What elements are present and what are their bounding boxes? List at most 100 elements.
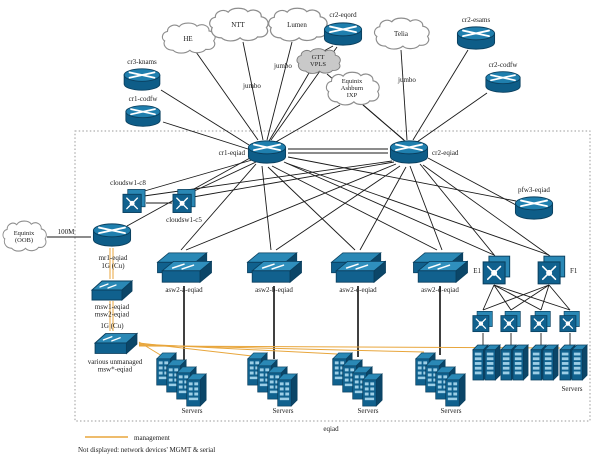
cloud-he-label: HE bbox=[183, 35, 192, 43]
servers-label: Servers bbox=[562, 385, 583, 393]
switch-asw2-b-eqiad: asw2-b-eqiad bbox=[246, 252, 302, 294]
router-label: cr2-eqiad bbox=[432, 149, 459, 157]
network-links bbox=[47, 41, 571, 345]
router-cr2-eqord: cr2-eqord bbox=[323, 11, 363, 47]
flat-switch-icon bbox=[91, 280, 133, 301]
cloud-oob-label-1: Equinix bbox=[14, 230, 35, 237]
router-cr2-eqiad: cr2-eqiad bbox=[389, 139, 459, 165]
servers-label: Servers bbox=[441, 407, 462, 415]
switch-label: F1 bbox=[570, 267, 578, 275]
router-icon bbox=[389, 139, 429, 165]
router-label: pfw3-eqiad bbox=[518, 186, 550, 194]
cloud-gtt-vpls: GTT VPLS bbox=[296, 48, 341, 74]
router-icon bbox=[484, 70, 522, 94]
management-links bbox=[109, 248, 561, 360]
router-cr1-eqiad: cr1-eqiad bbox=[219, 139, 287, 165]
router-icon bbox=[124, 104, 162, 128]
small-switch-icon bbox=[559, 310, 580, 333]
cloud-telia-label: Telia bbox=[394, 30, 409, 38]
router-pfw3-eqiad: pfw3-eqiad bbox=[514, 186, 554, 221]
server-cluster-b: Servers bbox=[247, 352, 298, 415]
router-label: cr1-eqiad bbox=[219, 149, 246, 157]
server-rack-icon bbox=[445, 373, 466, 407]
router-icon bbox=[123, 67, 161, 92]
router-label: cr2-eqord bbox=[329, 11, 357, 19]
legend-note: Not displayed: network devices' MGMT & s… bbox=[78, 446, 215, 454]
switch-icon bbox=[246, 252, 302, 283]
legend-management-label: management bbox=[134, 434, 170, 442]
router-icon bbox=[456, 25, 496, 51]
cloud-gtt-label-1: GTT bbox=[312, 54, 325, 61]
link-label-100m: 100M bbox=[58, 228, 76, 236]
switch-f1: F1 bbox=[537, 255, 578, 285]
router-label: cr1-codfw bbox=[129, 95, 159, 103]
router-icon bbox=[323, 21, 363, 47]
switch-label: asw2-b-eqiad bbox=[255, 286, 293, 294]
eqiad-boundary-box bbox=[74, 130, 591, 422]
small-switch-icon bbox=[530, 310, 551, 333]
switch-label: asw2-c-eqiad bbox=[339, 286, 377, 294]
switch-label: asw2-a-eqiad bbox=[165, 286, 203, 294]
switch-asw2-a-eqiad: asw2-a-eqiad bbox=[156, 252, 212, 294]
router-label: mr1-eqiad bbox=[99, 254, 128, 262]
cloud-equinix-ashburn-ixp: Equinix Ashburn IXP bbox=[325, 71, 380, 106]
router-label: cr2-esams bbox=[462, 16, 491, 24]
server-rack-icon bbox=[484, 344, 501, 381]
small-switch-icon bbox=[172, 188, 196, 214]
cloud-ixp-label-1: Equinix bbox=[342, 78, 363, 85]
servers-label: Servers bbox=[182, 407, 203, 415]
servers-label: Servers bbox=[273, 407, 294, 415]
cloud-ntt-label: NTT bbox=[231, 21, 245, 29]
switch-label-2: msw*-eqiad bbox=[98, 366, 133, 374]
router-sublabel: 1G (Cu) bbox=[101, 262, 125, 270]
router-icon bbox=[247, 139, 287, 165]
small-switch-icon bbox=[122, 188, 146, 214]
switch-msw: msw1-eqiad msw2-eqiad 1G (Cu) bbox=[91, 280, 133, 330]
router-label: cr3-knams bbox=[127, 58, 157, 66]
switch-label: asw2-d-eqiad bbox=[421, 286, 459, 294]
switch-label: various unmanaged bbox=[88, 358, 143, 366]
link-label-jumbo-telia: jumbo bbox=[397, 76, 416, 84]
cloud-lumen: Lumen bbox=[268, 7, 328, 42]
cloud-ixp-label-2: Ashburn bbox=[341, 85, 364, 92]
site-label-eqiad: eqiad bbox=[323, 425, 339, 433]
server-rack-icon bbox=[542, 344, 559, 381]
firewall-router-icon bbox=[514, 195, 554, 221]
switch-label: cloudsw1-c8 bbox=[110, 179, 146, 187]
cloud-gtt-label-2: VPLS bbox=[310, 61, 326, 68]
flat-switch-icon bbox=[94, 332, 138, 355]
switch-icon bbox=[330, 252, 386, 283]
switch-label-2: msw2-eqiad bbox=[95, 311, 130, 319]
server-rack-icon bbox=[512, 344, 529, 381]
router-cr3-knams: cr3-knams bbox=[123, 58, 161, 92]
router-icon bbox=[92, 222, 132, 248]
top-of-rack-switches bbox=[472, 310, 580, 333]
switch-label: cloudsw1-c5 bbox=[166, 216, 202, 224]
switch-e1: E1 bbox=[473, 255, 511, 285]
switch-unmanaged-msw: various unmanaged msw*-eqiad bbox=[88, 332, 143, 374]
router-cr2-codfw: cr2-codfw bbox=[484, 61, 522, 94]
servers-label: Servers bbox=[358, 407, 379, 415]
switch-label: E1 bbox=[473, 267, 481, 275]
ef-server-racks: Servers bbox=[472, 344, 588, 393]
server-cluster-a: Servers bbox=[156, 352, 207, 415]
switch-cloudsw1-c5: cloudsw1-c5 bbox=[166, 188, 202, 224]
cloud-oob-label-2: (OOB) bbox=[15, 237, 33, 244]
switch-cloudsw1-c8: cloudsw1-c8 bbox=[110, 179, 146, 214]
server-rack-icon bbox=[362, 373, 383, 407]
router-cr1-codfw: cr1-codfw bbox=[124, 95, 162, 128]
cloud-lumen-label: Lumen bbox=[287, 21, 307, 29]
cloud-he: HE bbox=[161, 22, 216, 54]
cloud-telia: Telia bbox=[373, 17, 430, 50]
switch-icon bbox=[156, 252, 212, 283]
server-cluster-c: Servers bbox=[332, 352, 383, 415]
switch-asw2-c-eqiad: asw2-c-eqiad bbox=[330, 252, 386, 294]
router-label: cr2-codfw bbox=[489, 61, 519, 69]
small-switch-icon bbox=[500, 310, 521, 333]
switch-label: msw1-eqiad bbox=[95, 303, 130, 311]
switch-speed-label: 1G (Cu) bbox=[100, 322, 124, 330]
link-label-jumbo-lumen: jumbo bbox=[273, 62, 292, 70]
big-square-switch-icon bbox=[537, 255, 566, 285]
